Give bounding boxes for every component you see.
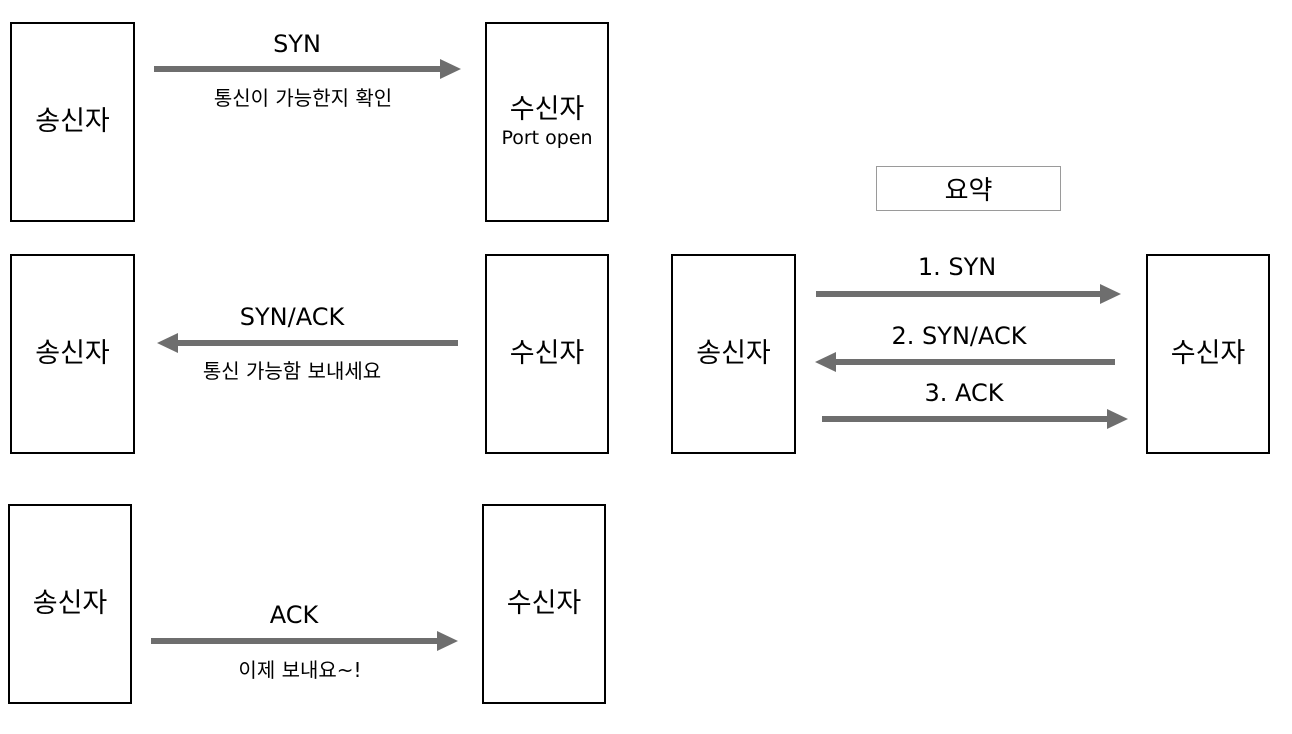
step1-receiver-box: 수신자 Port open <box>485 22 609 222</box>
summary-syn-arrow <box>816 284 1121 304</box>
step1-description: 통신이 가능한지 확인 <box>213 86 393 110</box>
step3-sender-box: 송신자 <box>8 504 132 704</box>
summary-step-3: 3. ACK <box>924 379 1004 407</box>
summary-sender-label: 송신자 <box>696 338 771 369</box>
step1-sender-box: 송신자 <box>10 22 135 222</box>
ack-arrow <box>151 631 458 651</box>
summary-title: 요약 <box>944 176 993 206</box>
step2-sender-box: 송신자 <box>10 254 135 454</box>
step3-description: 이제 보내요~! <box>238 658 362 682</box>
summary-receiver-label: 수신자 <box>1170 338 1246 369</box>
step3-receiver-box: 수신자 <box>482 504 606 704</box>
step3-message: ACK <box>269 601 319 629</box>
step3-sender-label: 송신자 <box>32 588 108 619</box>
step2-message: SYN/ACK <box>239 303 345 331</box>
step1-receiver-label: 수신자 <box>509 94 585 125</box>
syn-ack-arrow <box>157 333 458 353</box>
syn-arrow <box>154 59 461 79</box>
step1-message: SYN <box>273 30 321 58</box>
step2-sender-label: 송신자 <box>35 338 110 369</box>
summary-syn-ack-arrow <box>815 352 1115 372</box>
step1-sender-label: 송신자 <box>35 106 110 137</box>
summary-title-box: 요약 <box>876 166 1061 211</box>
step2-description: 통신 가능함 보내세요 <box>202 359 382 383</box>
step1-receiver-sub: Port open <box>501 127 593 149</box>
step3-receiver-label: 수신자 <box>506 588 582 619</box>
step2-receiver-box: 수신자 <box>485 254 609 454</box>
step2-receiver-label: 수신자 <box>509 338 585 369</box>
summary-ack-arrow <box>822 409 1128 429</box>
summary-receiver-box: 수신자 <box>1146 254 1270 454</box>
summary-step-2: 2. SYN/ACK <box>891 322 1027 350</box>
summary-sender-box: 송신자 <box>671 254 796 454</box>
summary-step-1: 1. SYN <box>917 253 997 281</box>
